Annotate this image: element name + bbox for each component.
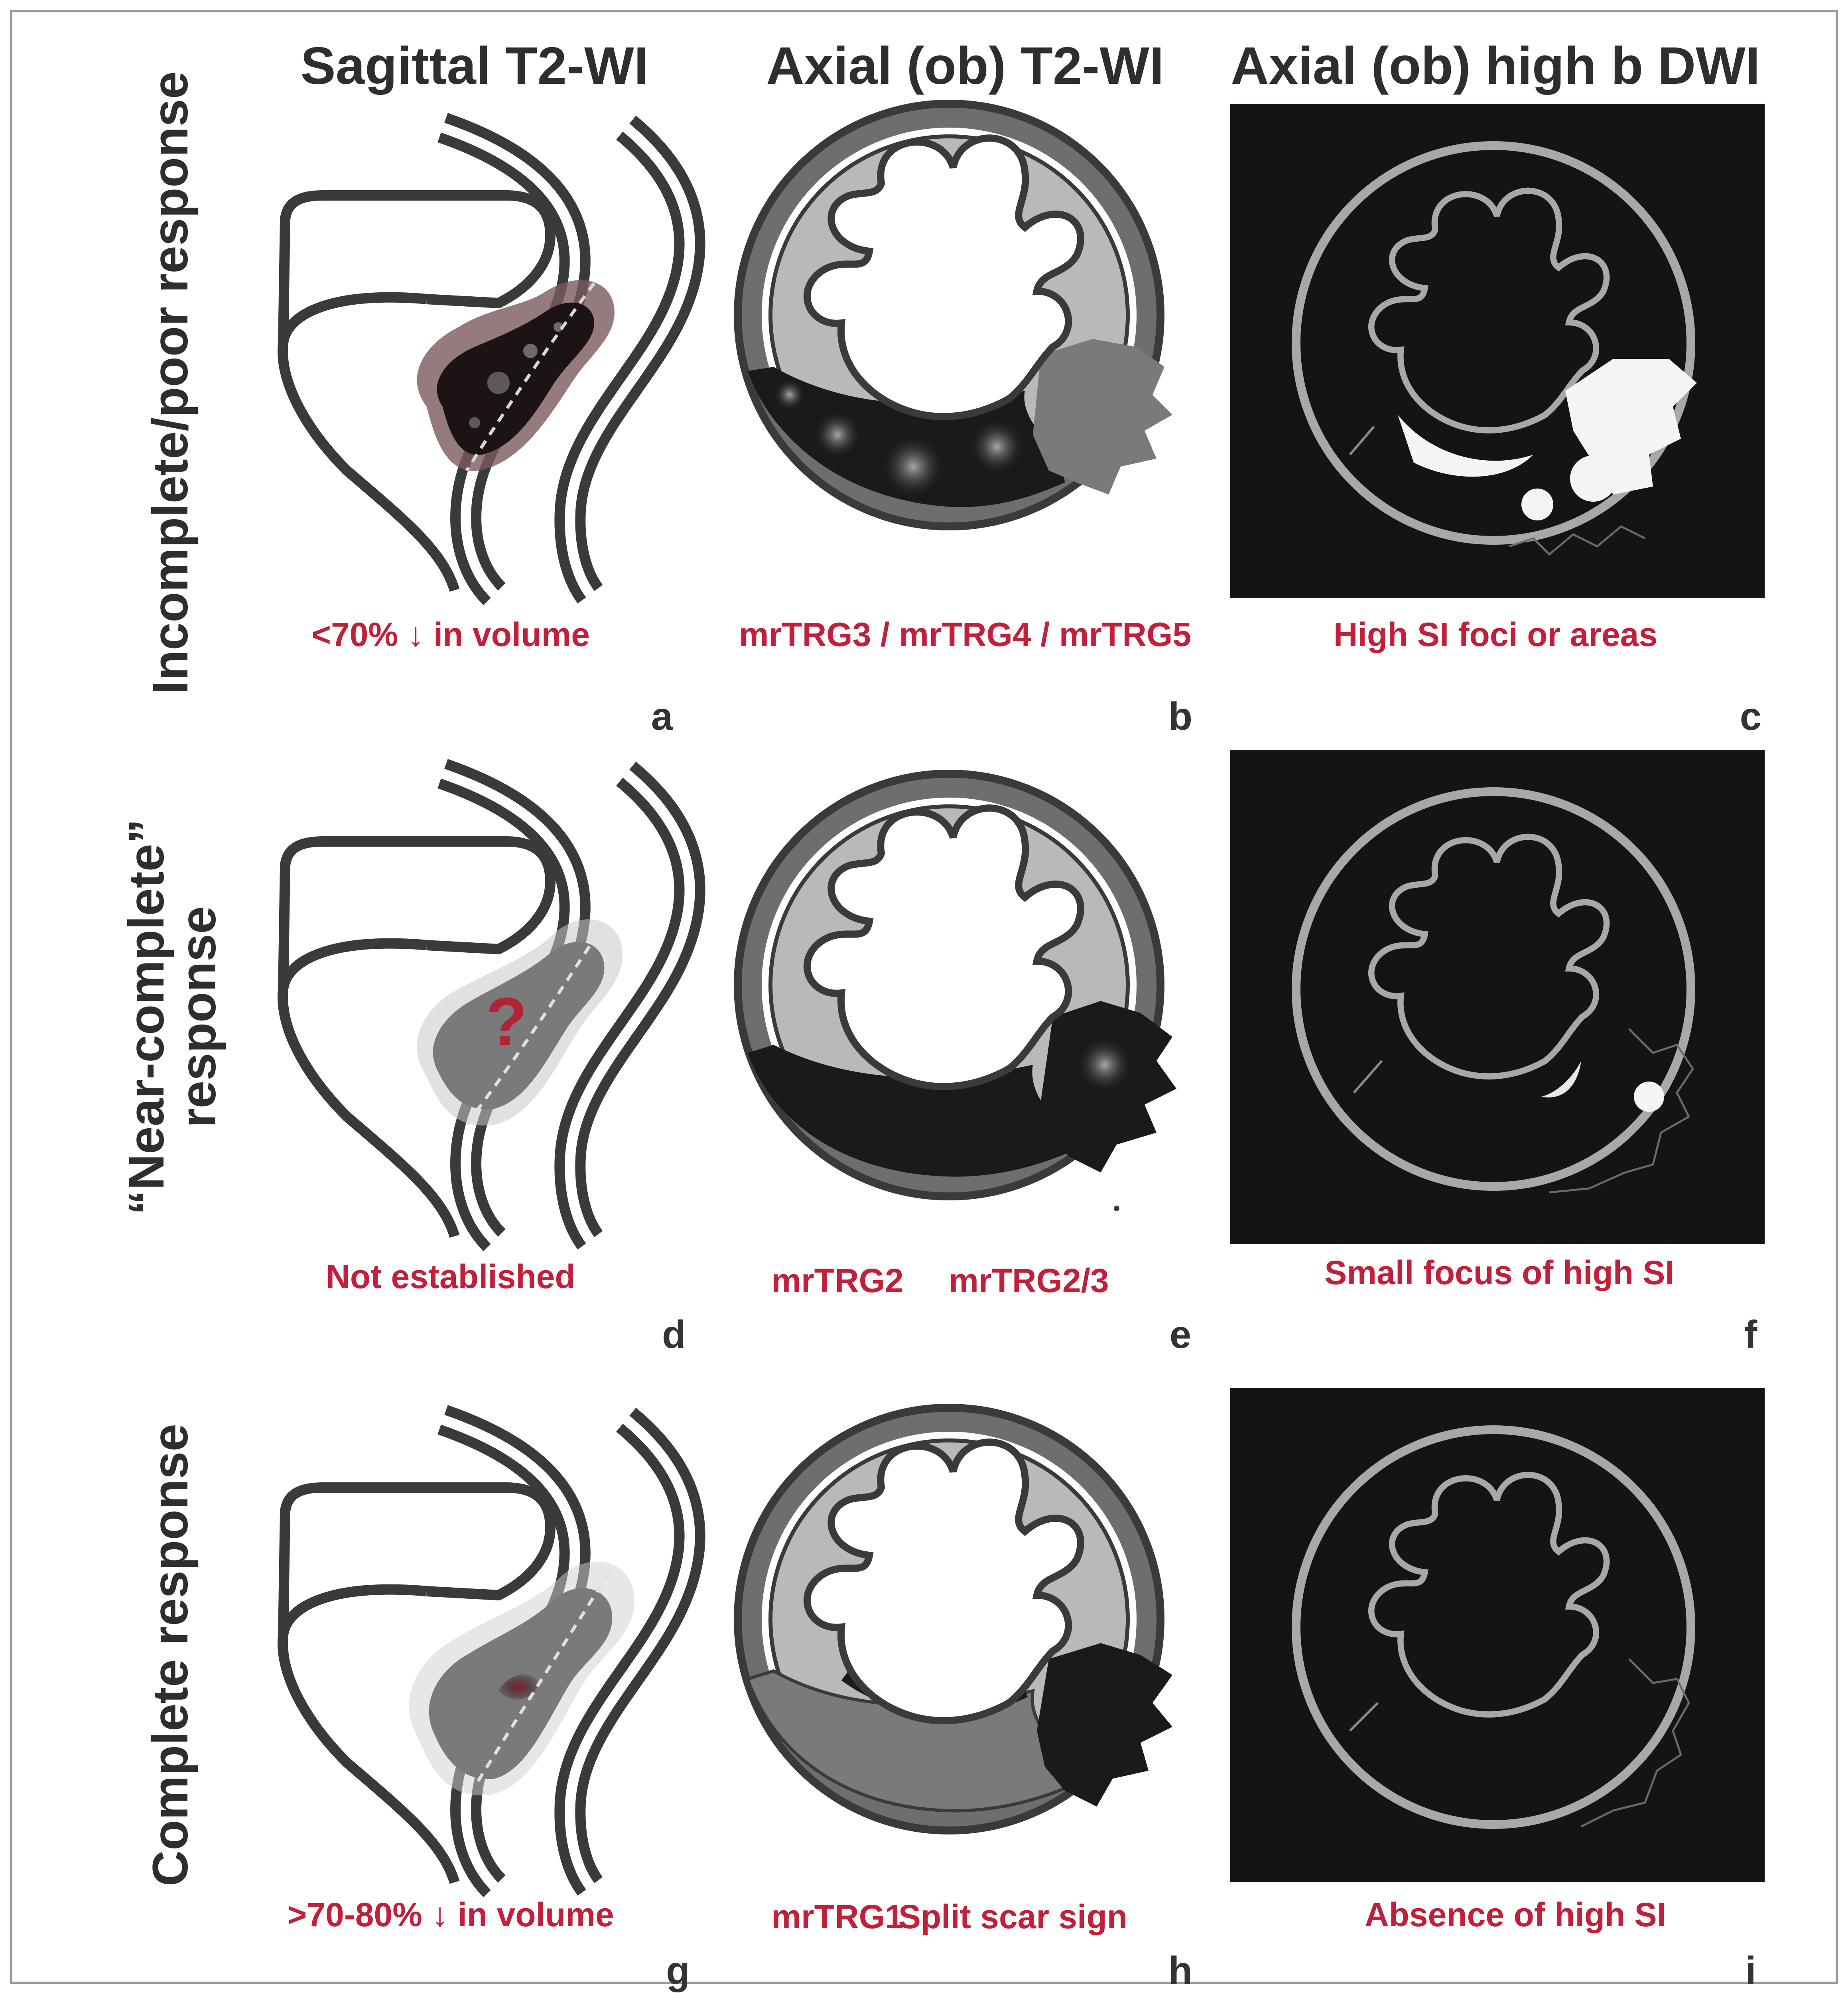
row-header-near-complete-line2: response	[171, 906, 226, 1128]
panel-letter-h: h	[1168, 1949, 1192, 1992]
panel-e-axial-t2	[738, 774, 1176, 1211]
caption-h-1: mrTRG1	[771, 1898, 903, 1935]
panel-a-sagittal	[283, 128, 690, 594]
extramural-spread	[1033, 339, 1172, 495]
panel-c-dwi	[1230, 104, 1765, 598]
panel-f-dwi	[1230, 750, 1765, 1244]
panel-letter-g: g	[666, 1949, 690, 1992]
caption-b: mrTRG3 / mrTRG4 / mrTRG5	[739, 616, 1191, 653]
panel-h-axial-t2	[738, 1408, 1172, 1830]
column-header-sagittal: Sagittal T2-WI	[301, 36, 649, 95]
panel-letter-a: a	[651, 694, 674, 738]
high-si-focus	[1634, 1082, 1664, 1112]
small-tumor-focus	[1077, 1037, 1133, 1093]
high-si-focus	[1570, 455, 1616, 502]
high-si-focus	[1521, 489, 1553, 520]
uncertain-marker: ?	[486, 984, 527, 1060]
dot	[1114, 1206, 1119, 1211]
row-header-incomplete: Incomplete/poor response	[143, 71, 198, 695]
caption-a: <70% ↓ in volume	[311, 616, 590, 653]
panel-letter-b: b	[1168, 694, 1192, 738]
column-header-axial-dwi: Axial (ob) high b DWI	[1231, 36, 1760, 95]
caption-e-1: mrTRG2	[771, 1262, 903, 1299]
caption-c: High SI foci or areas	[1334, 616, 1657, 653]
panel-b-axial-t2	[738, 104, 1172, 526]
caption-e-2: mrTRG2/3	[949, 1262, 1109, 1299]
panel-letter-c: c	[1740, 694, 1762, 738]
caption-d: Not established	[326, 1258, 575, 1295]
row-header-complete: Complete response	[143, 1424, 198, 1886]
caption-g: >70-80% ↓ in volume	[287, 1896, 614, 1933]
tumor-focus	[814, 411, 861, 459]
tumor-focus	[774, 379, 806, 411]
tumor-focus	[969, 419, 1025, 475]
panel-letter-i: i	[1745, 1949, 1756, 1992]
panel-i-dwi	[1230, 1388, 1765, 1882]
caption-f: Small focus of high SI	[1324, 1254, 1674, 1291]
caption-i: Absence of high SI	[1365, 1896, 1666, 1933]
column-header-axial-t2: Axial (ob) T2-WI	[766, 36, 1164, 95]
tumor-focus	[469, 417, 480, 428]
panel-g-sagittal	[283, 1420, 690, 1886]
tumor-focus	[487, 372, 510, 394]
tumor-focus	[881, 435, 945, 498]
panel-letter-f: f	[1744, 1312, 1757, 1356]
panel-letter-d: d	[662, 1312, 686, 1356]
row-header-near-complete-line1: “Near-complete”	[119, 819, 174, 1215]
tumor-focus	[523, 344, 538, 358]
panel-d-sagittal: ?	[283, 774, 690, 1240]
panel-letter-e: e	[1170, 1312, 1192, 1356]
caption-h-2: Split scar sign	[898, 1898, 1127, 1935]
